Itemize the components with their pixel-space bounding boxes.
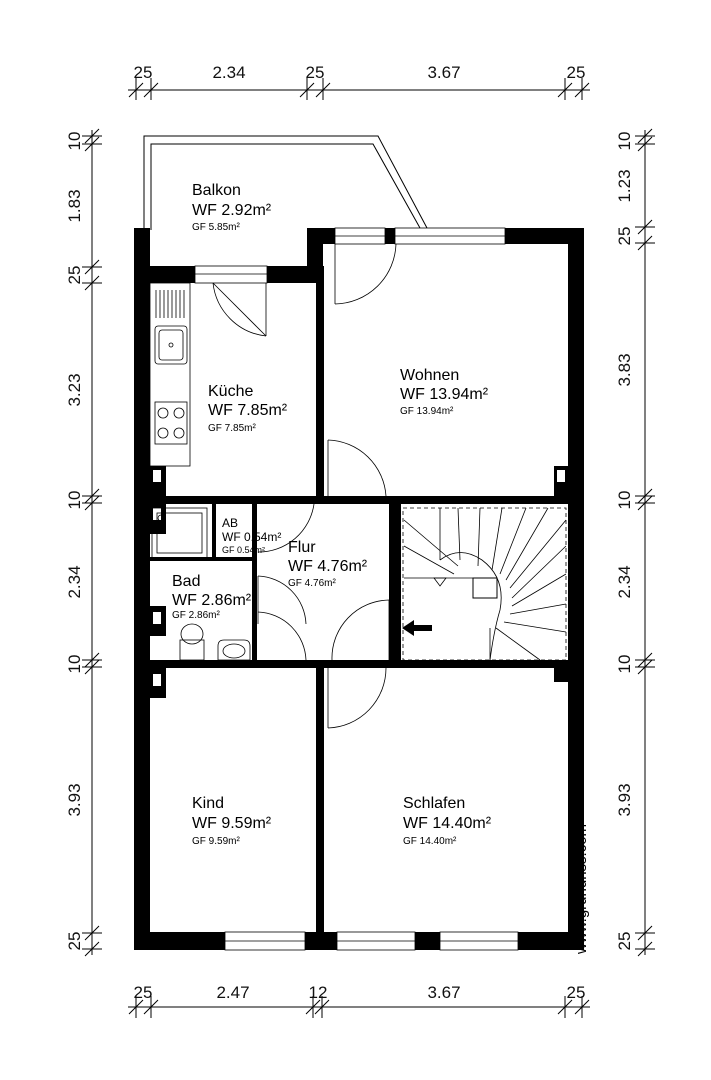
dim-top-0: 25	[134, 63, 153, 82]
room-gf-wohnen: GF 13.94m²	[400, 406, 454, 417]
dimension-right: 10 1.23 25 3.83 10 2.34 10 3.93 25	[615, 128, 655, 957]
room-gf-balkon: GF 5.85m²	[192, 222, 240, 233]
room-gf-kueche: GF 7.85m²	[208, 423, 256, 434]
dim-top-1: 2.34	[212, 63, 245, 82]
room-label-balkon: Balkon WF 2.92m² GF 5.85m²	[192, 182, 272, 233]
dim-right-3: 3.83	[615, 353, 634, 386]
dim-right-6: 10	[615, 655, 634, 674]
room-wf-ab: WF 0.54m²	[222, 530, 281, 544]
room-gf-bad: GF 2.86m²	[172, 610, 220, 621]
room-label-kueche: Küche WF 7.85m² GF 7.85m²	[208, 383, 288, 434]
room-name-flur: Flur	[288, 539, 316, 556]
room-name-balkon: Balkon	[192, 182, 241, 199]
doors	[212, 243, 397, 729]
dimension-left: 10 1.83 25 3.23 10 2.34 10 3.93 25	[65, 128, 102, 957]
room-wf-kueche: WF 7.85m²	[208, 402, 288, 419]
shower-icon	[151, 507, 208, 559]
dim-right-1: 1.23	[615, 169, 634, 202]
room-wf-balkon: WF 2.92m²	[192, 202, 272, 219]
room-name-schlafen: Schlafen	[403, 795, 465, 812]
dim-right-2: 25	[615, 227, 634, 246]
room-label-flur: Flur WF 4.76m² GF 4.76m²	[288, 539, 368, 589]
dim-bottom-4: 25	[567, 983, 586, 1002]
dim-top-3: 3.67	[427, 63, 460, 82]
washbasin-icon	[217, 639, 251, 661]
dim-left-7: 3.93	[65, 783, 84, 816]
room-name-ab: AB	[222, 516, 238, 530]
staircase	[402, 507, 567, 661]
dim-right-5: 2.34	[615, 565, 634, 598]
room-label-wohnen: Wohnen WF 13.94m² GF 13.94m²	[400, 367, 489, 417]
dim-left-1: 1.83	[65, 189, 84, 222]
toilet-icon	[179, 639, 205, 661]
dim-left-6: 10	[65, 655, 84, 674]
dim-top-4: 25	[567, 63, 586, 82]
room-wf-schlafen: WF 14.40m²	[403, 815, 492, 832]
room-wf-wohnen: WF 13.94m²	[400, 386, 489, 403]
room-name-kind: Kind	[192, 795, 224, 812]
dim-left-5: 2.34	[65, 565, 84, 598]
dim-left-8: 25	[65, 932, 84, 951]
room-name-wohnen: Wohnen	[400, 367, 459, 384]
room-gf-ab: GF 0.54m²	[222, 545, 265, 555]
dim-left-2: 25	[65, 266, 84, 285]
balcony-railing	[143, 135, 428, 230]
room-name-bad: Bad	[172, 573, 200, 590]
dim-right-0: 10	[615, 132, 634, 151]
room-gf-kind: GF 9.59m²	[192, 836, 240, 847]
stair-direction-icon	[433, 577, 447, 587]
kitchen-counter	[149, 282, 191, 467]
room-gf-schlafen: GF 14.40m²	[403, 836, 457, 847]
dimension-top: 25 2.34 25 3.67 25	[128, 63, 590, 100]
dim-bottom-2: 12	[309, 983, 328, 1002]
sink-icon	[154, 325, 188, 365]
room-label-kind: Kind WF 9.59m² GF 9.59m²	[192, 795, 272, 847]
dim-left-4: 10	[65, 491, 84, 510]
dim-right-4: 10	[615, 491, 634, 510]
room-label-bad: Bad WF 2.86m² GF 2.86m²	[172, 573, 252, 621]
dim-bottom-3: 3.67	[427, 983, 460, 1002]
dim-left-3: 3.23	[65, 373, 84, 406]
stove-icon	[154, 401, 188, 445]
dim-right-7: 3.93	[615, 783, 634, 816]
room-name-kueche: Küche	[208, 383, 253, 400]
bathroom-fixtures	[151, 507, 251, 661]
dim-right-8: 25	[615, 932, 634, 951]
dim-left-0: 10	[65, 132, 84, 151]
dimension-bottom: 25 2.47 12 3.67 25	[128, 983, 590, 1018]
room-wf-bad: WF 2.86m²	[172, 592, 252, 609]
room-gf-flur: GF 4.76m²	[288, 578, 336, 589]
room-wf-flur: WF 4.76m²	[288, 558, 368, 575]
arrow-left-icon	[402, 620, 432, 636]
dim-bottom-0: 25	[134, 983, 153, 1002]
room-label-ab: AB WF 0.54m² GF 0.54m²	[222, 516, 281, 555]
dim-top-2: 25	[306, 63, 325, 82]
room-label-schlafen: Schlafen WF 14.40m² GF 14.40m²	[403, 795, 492, 847]
watermark: www.grundriss.com	[573, 824, 590, 955]
room-wf-kind: WF 9.59m²	[192, 815, 272, 832]
dim-bottom-1: 2.47	[216, 983, 249, 1002]
windows	[194, 227, 519, 951]
